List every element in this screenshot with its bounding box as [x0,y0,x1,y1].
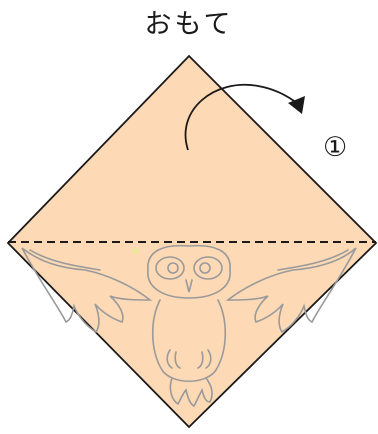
step-marker: ① [323,132,347,163]
accent-dot [133,248,139,254]
